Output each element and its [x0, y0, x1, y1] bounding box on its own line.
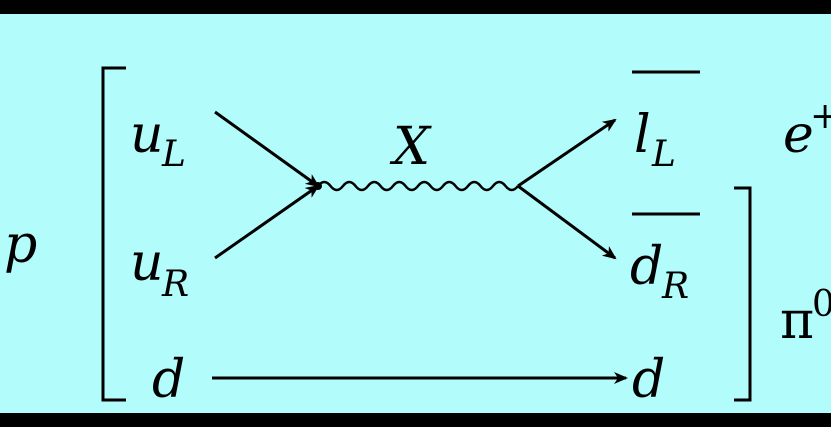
svg-text:L: L [651, 134, 676, 175]
svg-text:0: 0 [812, 284, 831, 325]
svg-text:L: L [161, 134, 186, 175]
svg-text:e: e [783, 105, 814, 165]
quark-d-in-label: d [152, 350, 185, 410]
svg-text:l: l [634, 105, 651, 165]
svg-text:R: R [661, 266, 689, 307]
svg-text:+: + [810, 96, 831, 137]
pion-bracket [734, 186, 752, 402]
antilepton-label: l L [632, 70, 700, 175]
quark-d-out-label: d [632, 350, 665, 410]
quark-u-left-label: u L [130, 105, 186, 175]
u-right-line [214, 184, 320, 260]
x-boson-propagator [317, 180, 519, 192]
antiquark-label: d R [630, 212, 700, 307]
svg-text:u: u [130, 233, 164, 293]
svg-text:R: R [161, 264, 189, 305]
proton-label: p [4, 215, 37, 275]
proton-bracket [101, 66, 126, 402]
antilepton-line [517, 118, 617, 188]
u-left-line [214, 110, 320, 188]
svg-text:π: π [780, 291, 814, 351]
positron-label: e + [783, 96, 831, 165]
svg-text:u: u [130, 105, 164, 165]
antiquark-line [517, 184, 617, 260]
boson-label: X [389, 117, 432, 177]
svg-text:d: d [630, 237, 663, 297]
quark-u-right-label: u R [130, 233, 189, 305]
pion-label: π 0 [780, 284, 831, 351]
